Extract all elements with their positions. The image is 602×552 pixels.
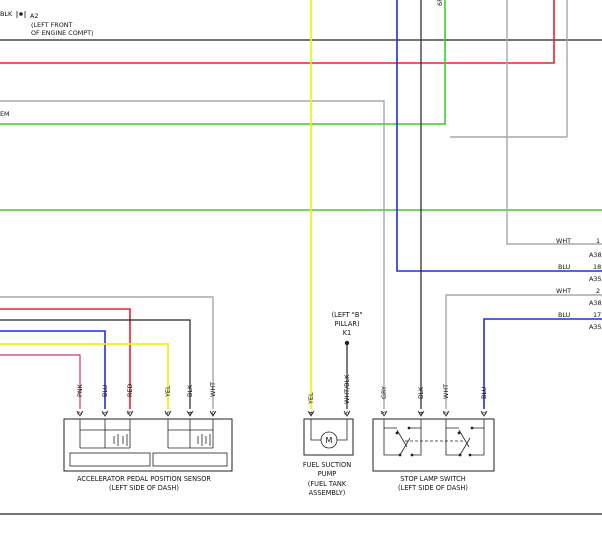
pump-label-line3: (FUEL TANK bbox=[308, 480, 347, 488]
switch-pin4-num: 1 bbox=[480, 411, 488, 415]
sensor-body bbox=[63, 418, 233, 472]
right-row4-pin: 17 bbox=[593, 311, 601, 319]
right-row3-pin: 2 bbox=[596, 287, 600, 295]
sensor-pin2-num: 1 bbox=[101, 411, 109, 415]
right-row4-conn: A35 bbox=[589, 323, 602, 331]
blue-wire-blu18 bbox=[396, 0, 602, 272]
pump-label-line1: FUEL SUCTION bbox=[303, 461, 351, 469]
ground-k1: (LEFT "B" PILLAR) K1 bbox=[332, 311, 363, 346]
pump-pin2-num: 5 bbox=[343, 411, 351, 415]
sensor-element-1 bbox=[69, 452, 151, 467]
fuel-suction-pump: YEL 4 WHT/BLK 5 M FUEL SUCTION PUMP (FUE… bbox=[303, 374, 354, 497]
sensor-pin2-wire: BLU bbox=[101, 384, 109, 397]
gray-wire-top-right bbox=[0, 0, 567, 137]
right-row1-conn: A38 bbox=[589, 251, 602, 259]
pink-wire-sensor-pnk bbox=[0, 354, 81, 409]
wires bbox=[0, 0, 602, 515]
connector-location-line1: (LEFT FRONT bbox=[31, 21, 73, 29]
sensor-pin3-num: 3 bbox=[126, 411, 134, 415]
pump-pin1-wire: YEL bbox=[307, 392, 315, 405]
switch-pin1-num: 3 bbox=[380, 411, 388, 415]
motor-symbol: M bbox=[326, 436, 333, 445]
switch-body bbox=[372, 418, 495, 472]
pump-terminal-2 bbox=[343, 410, 351, 417]
sensor-pin4-wire: YEL bbox=[164, 385, 172, 398]
right-row4-wire: BLU bbox=[558, 311, 571, 319]
stop-lamp-switch: GRY 3 BLK 4 WHT 2 BLU 1 bbox=[372, 384, 495, 492]
right-row2-wire: BLU bbox=[558, 263, 571, 271]
switch-pin3-num: 2 bbox=[442, 411, 450, 415]
switch-contact-dots bbox=[395, 426, 474, 457]
sensor-internal-circuit bbox=[79, 419, 214, 449]
right-row3-wire: WHT bbox=[556, 287, 571, 295]
sensor-pin4-num: 5 bbox=[164, 411, 172, 415]
accelerator-pedal-sensor: PNK 2 BLU 1 RED 3 YEL 5 BLK 4 WHT 6 bbox=[63, 382, 233, 492]
switch-terminals bbox=[380, 410, 488, 417]
sensor-name-label: ACCELERATOR PEDAL POSITION SENSOR bbox=[77, 475, 211, 483]
gray-wire-wht1 bbox=[506, 0, 602, 245]
black-wire-sensor-blk bbox=[0, 319, 191, 409]
switch-pin2-num: 4 bbox=[417, 411, 425, 415]
ground-id-label: K1 bbox=[343, 329, 352, 337]
sensor-terminals bbox=[76, 410, 217, 417]
switch-internal-circuit bbox=[383, 419, 485, 456]
green-wire-mid bbox=[0, 0, 446, 125]
connector-id-label: A2 bbox=[30, 12, 38, 20]
sensor-pin1-wire: PNK bbox=[76, 383, 84, 397]
yellow-wire-sensor-yel bbox=[0, 343, 169, 409]
sensor-pin6-num: 6 bbox=[209, 411, 217, 415]
pump-terminal-1 bbox=[307, 410, 315, 417]
connector-location-line2: OF ENGINE COMPT) bbox=[31, 29, 94, 37]
sensor-pin5-wire: BLK bbox=[186, 384, 194, 397]
gray-wire-left bbox=[0, 100, 385, 409]
right-row1-wire: WHT bbox=[556, 237, 571, 245]
left-fragment-label: EM bbox=[0, 110, 10, 118]
pump-label-line2: PUMP bbox=[318, 470, 336, 478]
switch-name-label: STOP LAMP SWITCH bbox=[400, 475, 465, 483]
wire-color-blk-label: BLK bbox=[0, 10, 13, 18]
ground-location-line1: (LEFT "B" bbox=[332, 311, 363, 319]
red-wire-top bbox=[0, 0, 555, 64]
blue-wire-sensor-blu bbox=[0, 330, 106, 409]
pump-pin2-wire: WHT/BLK bbox=[343, 374, 351, 404]
connector-dot-icon bbox=[19, 12, 23, 16]
right-row3-conn: A38 bbox=[589, 299, 602, 307]
switch-pin4-wire: BLU bbox=[480, 386, 488, 399]
sensor-pin6-wire: WHT bbox=[209, 382, 217, 397]
connector-a2-label: BLK A2 (LEFT FRONT OF ENGINE COMPT) bbox=[0, 10, 94, 37]
sensor-pin5-num: 4 bbox=[186, 411, 194, 415]
right-row1-pin: 1 bbox=[596, 237, 600, 245]
pump-internal-circuit bbox=[310, 419, 348, 441]
ground-location-line2: PILLAR) bbox=[334, 320, 359, 328]
motor-icon bbox=[320, 431, 338, 449]
switch-location-label: (LEFT SIDE OF DASH) bbox=[398, 484, 468, 492]
pump-pin1-num: 4 bbox=[307, 411, 315, 415]
ground-point-icon bbox=[344, 340, 350, 346]
right-row2-pin: 18 bbox=[593, 263, 601, 271]
switch-pin1-wire: GRY bbox=[380, 386, 388, 399]
sensor-location-label: (LEFT SIDE OF DASH) bbox=[109, 484, 179, 492]
right-labels: WHT 1 A38 BLU 18 A35 WHT 2 A38 BLU 17 A3… bbox=[556, 237, 602, 331]
gray-wire-wht2 bbox=[445, 294, 602, 409]
pump-label-line4: ASSEMBLY) bbox=[309, 489, 346, 497]
pump-body bbox=[303, 418, 354, 456]
blue-wire-blu17 bbox=[483, 318, 602, 409]
switch-pin2-wire: BLK bbox=[417, 386, 425, 399]
sensor-element-2 bbox=[152, 452, 228, 467]
right-row2-conn: A35 bbox=[589, 275, 602, 283]
sensor-pin3-wire: RED bbox=[126, 384, 134, 397]
gray-wire-sensor-wht bbox=[0, 296, 214, 409]
red-wire-sensor-red bbox=[0, 308, 131, 409]
sensor-pin1-num: 2 bbox=[76, 411, 84, 415]
top-right-fragment-label: 6F bbox=[436, 0, 444, 6]
switch-pin3-wire: WHT bbox=[442, 384, 450, 399]
